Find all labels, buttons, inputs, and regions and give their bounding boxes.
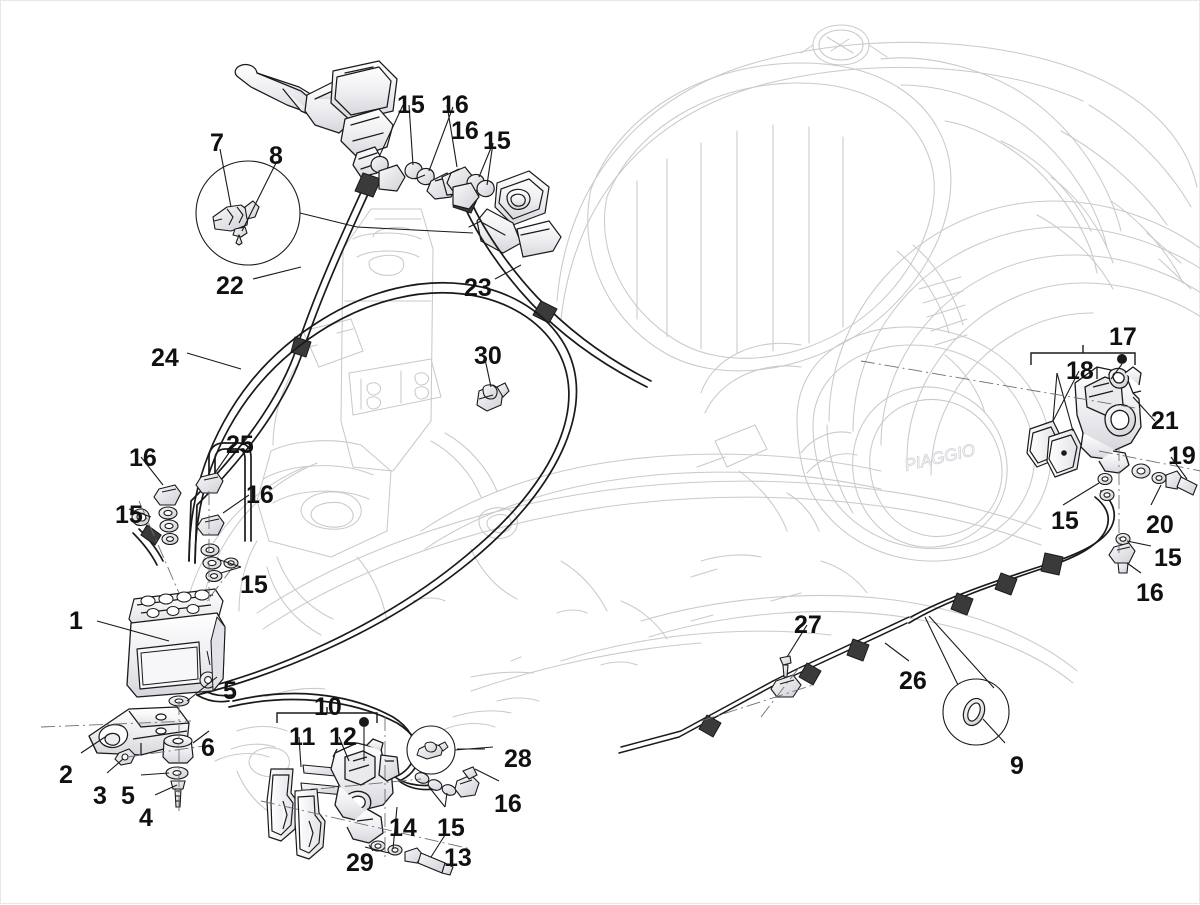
callout-label-4: 4 (139, 804, 153, 832)
bullet-dot-17 (1117, 354, 1127, 364)
front-caliper-hose-fittings (414, 766, 480, 798)
callout-label-30: 30 (474, 342, 502, 370)
callout-label-15c: 15 (115, 501, 143, 529)
callout-label-3: 3 (93, 782, 107, 810)
callout-label-15a: 15 (397, 91, 425, 119)
callout-label-5b: 5 (121, 782, 135, 810)
callout-label-16e: 16 (494, 790, 522, 818)
callout-label-20: 20 (1146, 511, 1174, 539)
abs-pipe-fittings-right (195, 472, 239, 583)
callout-label-15e: 15 (437, 814, 465, 842)
callout-label-21: 21 (1151, 407, 1179, 435)
callout-label-16b: 16 (441, 91, 469, 119)
callout-label-5a: 5 (223, 677, 237, 705)
callout-label-17: 17 (1109, 323, 1137, 351)
caliper-group-bracket (276, 707, 378, 723)
screw-4 (170, 780, 186, 808)
abs-washer-top (168, 695, 190, 707)
detail-circle-hose-clip (406, 725, 494, 775)
rear-master-cylinder-assembly (468, 170, 562, 258)
abs-control-unit (126, 588, 226, 698)
front-brake-pads (266, 768, 326, 860)
washer-5-lower (165, 766, 189, 780)
callout-label-19: 19 (1168, 442, 1196, 470)
front-master-cylinder-assembly (234, 60, 398, 178)
callout-label-7: 7 (210, 129, 224, 157)
callout-label-28: 28 (504, 745, 532, 773)
callout-label-8: 8 (269, 142, 283, 170)
callout-label-26: 26 (899, 667, 927, 695)
callout-label-1: 1 (69, 607, 83, 635)
assembly-axis-lines (40, 360, 1200, 861)
callout-label-27: 27 (794, 611, 822, 639)
callout-label-2: 2 (59, 761, 73, 789)
rear-brake-caliper (1074, 366, 1142, 474)
rear-caliper-fasteners (1097, 463, 1198, 574)
hose-retaining-clamp-30 (476, 382, 510, 412)
callout-label-16f: 16 (1136, 579, 1164, 607)
engine-brand-text: PIAGGIO (903, 440, 977, 475)
callout-label-15d: 15 (240, 571, 268, 599)
brake-hoses (132, 172, 1116, 791)
callout-label-13: 13 (444, 844, 472, 872)
callout-leaders (80, 104, 1188, 858)
callout-label-16a: 16 (451, 117, 479, 145)
callout-label-29: 29 (346, 849, 374, 877)
callout-label-24: 24 (151, 344, 179, 372)
callout-label-25: 25 (226, 431, 254, 459)
callout-label-22: 22 (216, 272, 244, 300)
callout-label-15g: 15 (1154, 544, 1182, 572)
front-caliper-fasteners (370, 840, 454, 876)
callout-label-18: 18 (1066, 357, 1094, 385)
detail-circle-cable-seal (924, 615, 1010, 746)
callout-label-14: 14 (389, 814, 417, 842)
cable-adjuster (770, 655, 802, 698)
callout-label-9: 9 (1010, 752, 1024, 780)
rubber-mount-bush (162, 734, 194, 764)
callout-label-11: 11 (289, 723, 316, 751)
fitting-hardware-top (370, 155, 495, 210)
callout-label-6: 6 (201, 734, 215, 762)
callout-label-12: 12 (329, 723, 357, 751)
callout-label-16c: 16 (129, 444, 157, 472)
rear-caliper-group-bracket (1030, 345, 1136, 365)
callout-label-10: 10 (314, 693, 342, 721)
rear-brake-pads (1026, 420, 1082, 478)
callout-label-15b: 15 (483, 127, 511, 155)
callout-label-15f: 15 (1051, 507, 1079, 535)
detail-circle-clamp (195, 160, 474, 266)
front-brake-caliper (330, 738, 400, 844)
callout-label-23: 23 (464, 274, 492, 302)
callout-label-16d: 16 (246, 481, 274, 509)
abs-hose-fittings-left (131, 484, 182, 546)
bullet-dot-10 (359, 717, 369, 727)
